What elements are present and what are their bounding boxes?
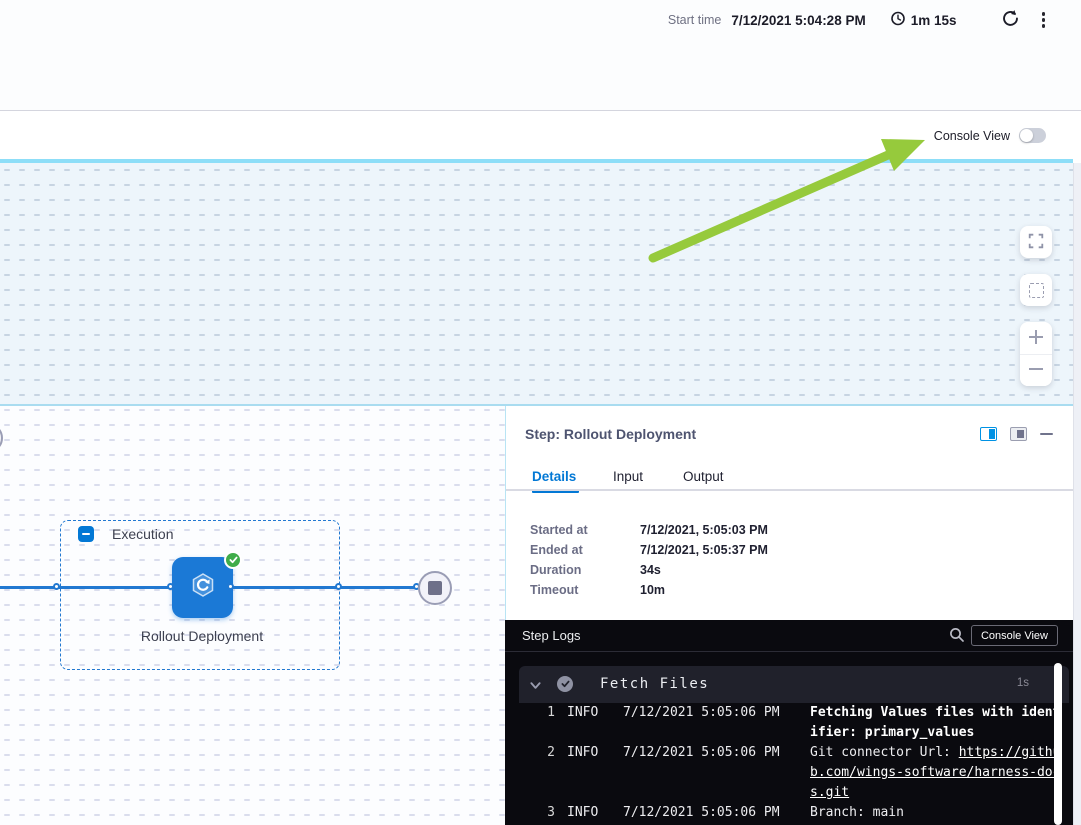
detail-label: Started at bbox=[530, 523, 588, 537]
detail-row: Duration 34s bbox=[530, 560, 768, 580]
tab-input[interactable]: Input bbox=[613, 469, 644, 484]
collapse-group-button[interactable] bbox=[78, 526, 94, 542]
logs-header-divider bbox=[505, 651, 1073, 652]
connector-dot bbox=[335, 583, 342, 590]
stage-accent-line bbox=[0, 159, 1073, 163]
split-view-right-icon[interactable] bbox=[980, 427, 997, 441]
refresh-button[interactable] bbox=[1001, 9, 1020, 31]
log-section-duration: 1s bbox=[1016, 677, 1029, 689]
fullscreen-icon bbox=[1027, 232, 1045, 253]
detail-value: 10m bbox=[640, 583, 666, 597]
tabs-divider bbox=[506, 489, 1074, 491]
connector-dot bbox=[53, 583, 60, 590]
detail-value: 7/12/2021, 5:05:37 PM bbox=[640, 543, 768, 557]
view-toggle-strip: Console View bbox=[0, 112, 1081, 159]
log-line-number: 1 bbox=[547, 705, 555, 720]
log-message: Git connector Url: https://github.com/wi… bbox=[810, 745, 1061, 800]
minimize-panel-icon[interactable] bbox=[1040, 432, 1053, 436]
console-view-button[interactable]: Console View bbox=[970, 625, 1058, 646]
node-label: Rollout Deployment bbox=[140, 628, 264, 644]
kebab-menu-icon bbox=[1041, 12, 1045, 28]
detail-label: Duration bbox=[530, 563, 582, 577]
log-level: INFO bbox=[567, 805, 599, 820]
console-view-toggle[interactable] bbox=[1019, 128, 1046, 143]
log-message: Fetching Values files with identifier: p… bbox=[810, 705, 1061, 740]
log-section-fetch-files[interactable]: Fetch Files 1s bbox=[519, 666, 1069, 703]
fit-view-icon bbox=[1028, 282, 1044, 298]
success-check-icon bbox=[557, 676, 573, 692]
step-details-list: Started at 7/12/2021, 5:05:03 PM Ended a… bbox=[530, 520, 768, 600]
detail-row: Ended at 7/12/2021, 5:05:37 PM bbox=[530, 540, 768, 560]
active-tab-indicator bbox=[532, 490, 579, 493]
log-level: INFO bbox=[567, 705, 599, 720]
step-panel-title: Step: Rollout Deployment bbox=[525, 426, 697, 442]
git-url-link[interactable]: https://github.com/wings-software/harnes… bbox=[810, 745, 1061, 800]
split-view-bottom-icon[interactable] bbox=[1010, 427, 1027, 441]
start-time-value: 7/12/2021 5:04:28 PM bbox=[731, 12, 866, 28]
detail-row: Started at 7/12/2021, 5:05:03 PM bbox=[530, 520, 768, 540]
log-scrollbar-thumb[interactable] bbox=[1054, 663, 1062, 825]
zoom-in-icon bbox=[1027, 328, 1045, 349]
tab-output[interactable]: Output bbox=[683, 469, 724, 484]
total-duration: 1m 15s bbox=[910, 12, 957, 28]
connector-dot bbox=[167, 583, 174, 590]
rollout-icon bbox=[186, 568, 220, 607]
connector-dot bbox=[227, 583, 234, 590]
execution-group[interactable] bbox=[60, 520, 340, 670]
rollout-deployment-node[interactable] bbox=[172, 551, 242, 618]
canvas-controls bbox=[1020, 226, 1052, 386]
panel-top-divider bbox=[0, 404, 1073, 406]
more-options-button[interactable] bbox=[1041, 12, 1045, 28]
detail-label: Timeout bbox=[530, 583, 579, 597]
stop-icon bbox=[428, 581, 442, 595]
log-line-number: 3 bbox=[547, 805, 555, 820]
tab-details[interactable]: Details bbox=[532, 469, 577, 484]
clock-icon bbox=[890, 10, 906, 31]
chevron-down-icon[interactable] bbox=[529, 677, 542, 696]
log-timestamp: 7/12/2021 5:05:06 PM bbox=[623, 745, 780, 760]
log-level: INFO bbox=[567, 745, 599, 760]
log-timestamp: 7/12/2021 5:05:06 PM bbox=[623, 805, 780, 820]
toggle-knob bbox=[1020, 129, 1033, 142]
zoom-out-button[interactable] bbox=[1020, 354, 1052, 386]
minus-icon bbox=[82, 533, 90, 535]
console-view-label: Console View bbox=[933, 128, 1010, 143]
log-line-number: 2 bbox=[547, 745, 555, 760]
fullscreen-button[interactable] bbox=[1020, 226, 1052, 258]
zoom-out-icon bbox=[1027, 360, 1045, 381]
log-entry: 3 INFO 7/12/2021 5:05:06 PM Branch: main bbox=[505, 803, 1065, 823]
log-section-name: Fetch Files bbox=[600, 676, 710, 692]
search-icon[interactable] bbox=[949, 627, 965, 647]
detail-label: Ended at bbox=[530, 543, 583, 557]
execution-group-label: Execution bbox=[112, 526, 174, 542]
end-node[interactable] bbox=[418, 571, 452, 605]
detail-value: 7/12/2021, 5:05:03 PM bbox=[640, 523, 768, 537]
step-logs-title: Step Logs bbox=[522, 628, 581, 643]
zoom-in-button[interactable] bbox=[1020, 322, 1052, 354]
fit-view-button[interactable] bbox=[1020, 274, 1052, 306]
execution-header: Start time 7/12/2021 5:04:28 PM 1m 15s bbox=[0, 0, 1081, 111]
start-time-label: Start time bbox=[667, 13, 722, 27]
detail-row: Timeout 10m bbox=[530, 580, 768, 600]
log-entry: 1 INFO 7/12/2021 5:05:06 PM Fetching Val… bbox=[505, 703, 1065, 743]
page-scrollbar-track[interactable] bbox=[1073, 163, 1081, 825]
detail-value: 34s bbox=[640, 563, 661, 577]
step-logs-panel: Step Logs Console View Fetch Files 1s 1 … bbox=[505, 620, 1073, 825]
step-logs-header: Step Logs Console View bbox=[505, 620, 1073, 650]
log-lines: 1 INFO 7/12/2021 5:05:06 PM Fetching Val… bbox=[505, 703, 1065, 823]
success-badge-icon bbox=[224, 551, 242, 569]
refresh-icon bbox=[1001, 9, 1020, 31]
log-timestamp: 7/12/2021 5:05:06 PM bbox=[623, 705, 780, 720]
log-message: Branch: main bbox=[810, 805, 904, 820]
log-entry: 2 INFO 7/12/2021 5:05:06 PM Git connecto… bbox=[505, 743, 1065, 803]
